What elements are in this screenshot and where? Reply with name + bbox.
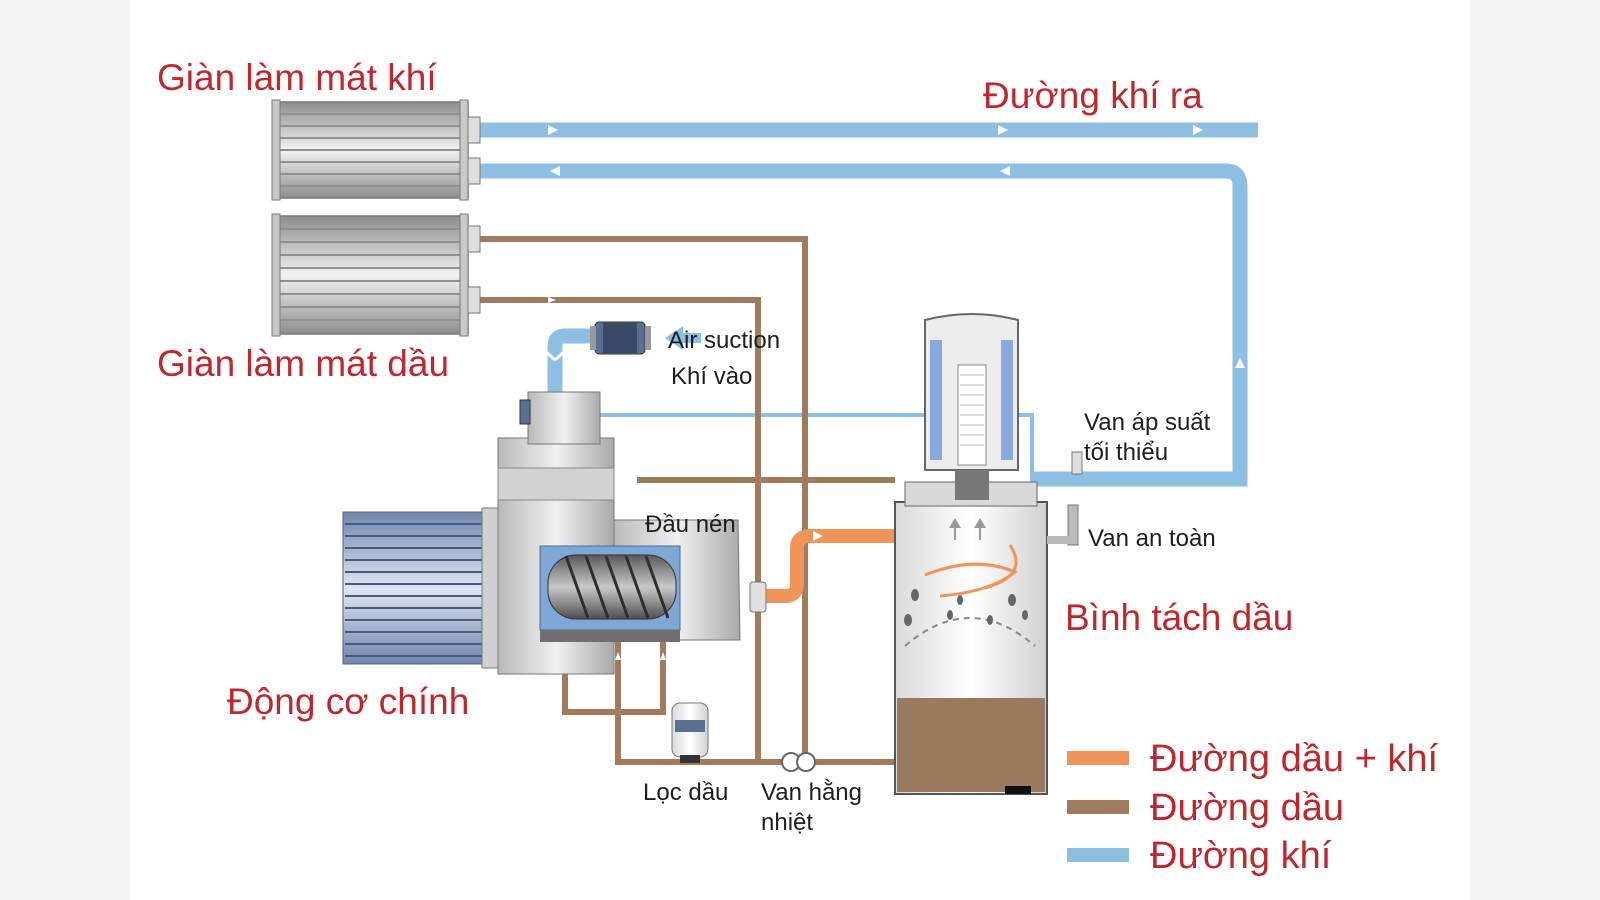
legend-label-oil-air: Đường dầu + khí (1150, 738, 1438, 780)
legend-label-air: Đường khí (1150, 835, 1332, 877)
air-inlet-label: Khí vào (671, 363, 752, 390)
air-return-line (478, 163, 1248, 487)
oil-level (897, 698, 1045, 792)
compressor-head-label: Đầu nén (645, 511, 736, 538)
legend-swatch-air (1067, 848, 1129, 862)
air-suction-arrow-icon (665, 326, 701, 350)
air-suction-pipe (547, 328, 595, 393)
air-lines (478, 122, 1258, 487)
oil-injection-line (562, 640, 666, 715)
air-outlet-label: Đường khí ra (983, 75, 1203, 116)
oil-cooler-label: Giàn làm mát dầu (157, 343, 449, 384)
legend-swatch-oil-air (1067, 751, 1129, 765)
separator-tank (894, 313, 1083, 795)
oil-air-line (766, 529, 900, 603)
main-motor (342, 507, 499, 669)
air-control-line (595, 413, 1034, 476)
air-flow-arrows (548, 125, 1245, 368)
thermostatic-valve-label-line2: nhiệt (761, 809, 813, 836)
air-filter (590, 321, 651, 355)
oil-cooler-inlet-line (478, 236, 808, 762)
thermostatic-valve (781, 752, 816, 772)
air-flow-arrow (542, 348, 568, 362)
air-cooler-label: Giàn làm mát khí (157, 57, 437, 98)
thermostatic-valve-label-line1: Van hằng (761, 779, 862, 806)
air-cooler (271, 99, 481, 201)
legend-swatch-oil (1067, 800, 1129, 814)
compressor-head (497, 391, 767, 675)
oil-filter-label: Lọc dầu (643, 779, 728, 806)
min-pressure-valve-label-line1: Van áp suất (1084, 409, 1211, 436)
legend-label-oil: Đường dầu (1150, 787, 1344, 829)
legend: Đường dầu + khí Đường dầu Đường khí (1067, 738, 1438, 877)
min-pressure-valve-label-line2: tối thiểu (1084, 439, 1168, 466)
air-suction-label: Air suction (668, 327, 780, 354)
oil-filter (671, 702, 709, 763)
safety-valve-label: Van an toàn (1088, 525, 1216, 552)
oil-cooler (271, 213, 481, 337)
separator-tank-label: Bình tách dầu (1065, 597, 1293, 638)
main-motor-label: Động cơ chính (227, 681, 469, 722)
